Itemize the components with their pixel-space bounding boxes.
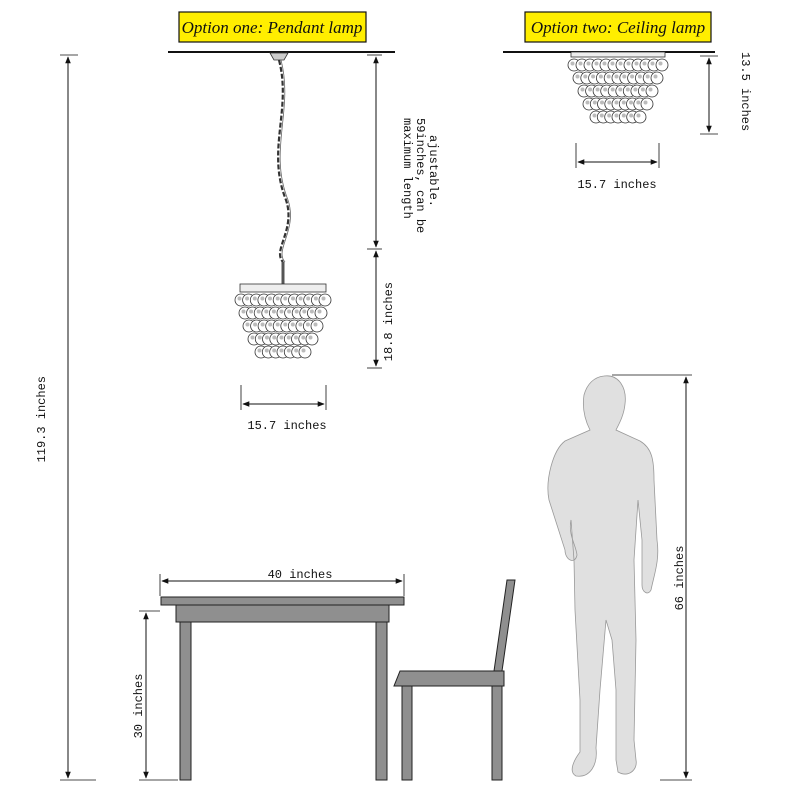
chain-length-dimension: maximum length 59inches, can be ajustabl… bbox=[367, 54, 440, 250]
pendant-width-label: 15.7 inches bbox=[247, 419, 326, 433]
ceiling-lamp bbox=[567, 51, 669, 124]
ceiling-lamp-width-label: 15.7 inches bbox=[577, 178, 656, 192]
pendant-width-dimension: 15.7 inches bbox=[240, 385, 327, 433]
person-height-label: 66 inches bbox=[673, 546, 687, 611]
option-one-title: Option one: Pendant lamp bbox=[182, 18, 363, 37]
ceiling-lamp-height-dimension: 13.5 inches bbox=[700, 52, 752, 135]
person-silhouette bbox=[547, 375, 659, 777]
table-width-dimension: 40 inches bbox=[159, 568, 405, 596]
pendant-lamp bbox=[234, 283, 332, 359]
table-height-dimension: 30 inches bbox=[132, 610, 178, 781]
dining-chair bbox=[393, 579, 516, 781]
chain-note-line-1: maximum length bbox=[400, 118, 414, 219]
pendant-height-label: 18.8 inches bbox=[382, 282, 396, 361]
ceiling-height-dimension: 119.3 inches bbox=[35, 54, 96, 781]
pendant-chain bbox=[269, 52, 291, 285]
chain-note-line-3: ajustable. bbox=[426, 135, 440, 207]
table-height-label: 30 inches bbox=[132, 674, 146, 739]
option-one-title-box: Option one: Pendant lamp bbox=[178, 11, 367, 43]
ceiling-height-label: 119.3 inches bbox=[35, 376, 49, 462]
dining-table bbox=[160, 596, 405, 781]
pendant-height-dimension: 18.8 inches bbox=[367, 250, 396, 369]
option-two-title: Option two: Ceiling lamp bbox=[531, 18, 705, 37]
chain-note-line-2: 59inches, can be bbox=[413, 118, 427, 233]
person-height-dimension: 66 inches bbox=[612, 374, 692, 781]
option-two-title-box: Option two: Ceiling lamp bbox=[524, 11, 712, 43]
ceiling-lamp-width-dimension: 15.7 inches bbox=[575, 143, 660, 192]
table-width-label: 40 inches bbox=[268, 568, 333, 582]
ceiling-lamp-height-label: 13.5 inches bbox=[738, 52, 752, 131]
